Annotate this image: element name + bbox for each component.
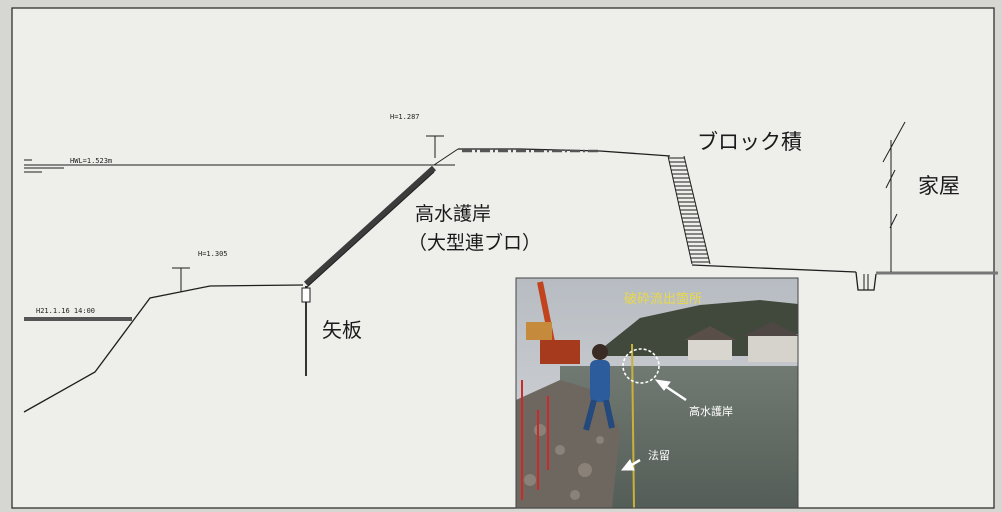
ground-profile-left: [23, 284, 304, 413]
photo-survey-pole: [631, 343, 635, 508]
photo-houses: [684, 322, 798, 362]
revetment-sub-label: （大型連ブロ）: [408, 231, 541, 254]
photo-stakes: [521, 380, 549, 500]
crest-approach: [433, 148, 459, 166]
drawing-frame: [11, 7, 995, 509]
revetment-slope: [303, 165, 437, 287]
photo-arrow-toe: [620, 458, 641, 471]
hwl-line: [24, 159, 455, 173]
photo-rubble: [516, 380, 620, 508]
left-berm-hatch: [24, 317, 132, 321]
photo-title: 破砕流出箇所: [624, 291, 702, 307]
house-label: 家屋: [918, 174, 960, 198]
revetment-label: 高水護岸: [415, 203, 491, 225]
block-wall-hatch: [668, 157, 710, 263]
sheet-pile-label: 矢板: [322, 318, 362, 342]
photo-toe-label: 法留: [648, 448, 670, 462]
crest-elevation-label: H=1.287: [390, 113, 420, 121]
photo-damage-circle: [622, 348, 660, 384]
block-wall: [667, 155, 711, 265]
inset-photo: 破砕流出箇所 高水護岸 法留: [515, 277, 799, 509]
photo-worker: [583, 344, 615, 431]
block-wall-label: ブロック積: [697, 130, 802, 154]
revetment-under-line: [305, 171, 435, 289]
toe-benchmark: [172, 267, 190, 292]
photo-arrow-revetment: [654, 379, 687, 402]
ground-profile-right: [691, 264, 857, 273]
photo-crane: [526, 281, 580, 364]
crest-benchmark: [426, 135, 444, 158]
left-elevation-label: H21.1.16 14:00: [36, 307, 95, 315]
hwl-elevation-label: HWL=1.523m: [70, 157, 112, 165]
toe-elevation-label: H=1.305: [198, 250, 228, 258]
photo-revetment-label: 高水護岸: [689, 404, 733, 418]
drain-ditch: [855, 271, 877, 291]
house-symbol: [882, 121, 906, 272]
photo-frame: [515, 277, 799, 509]
